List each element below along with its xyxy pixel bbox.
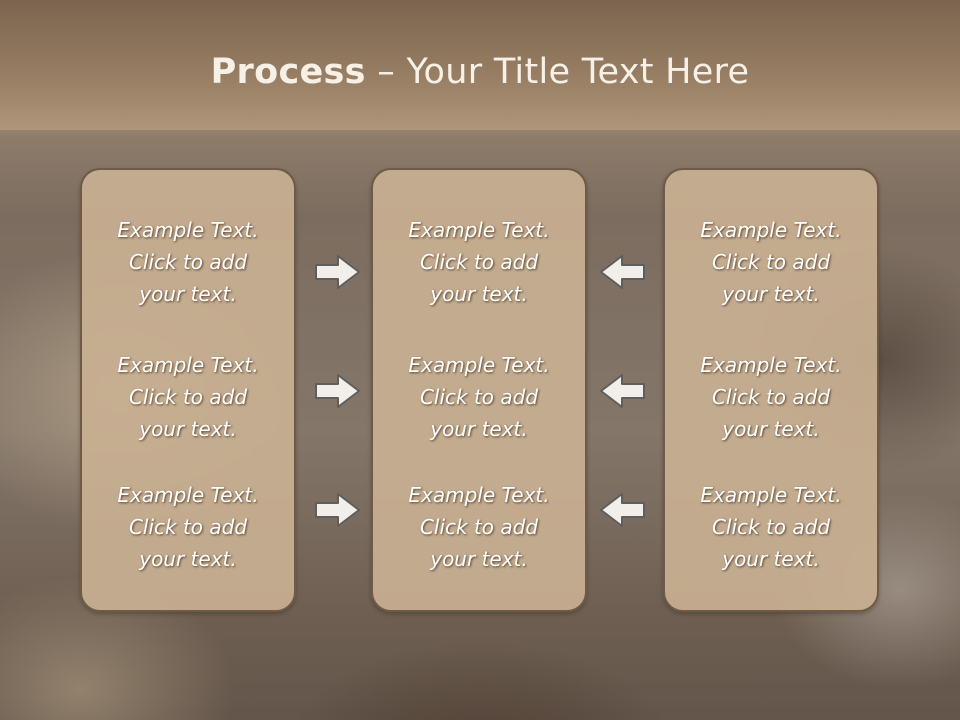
text-block[interactable]: Example Text. Click to add your text. [665, 349, 877, 445]
text-line: Example Text. [700, 218, 842, 242]
text-line: Example Text. [408, 483, 550, 507]
text-line: Click to add [711, 385, 831, 409]
text-block[interactable]: Example Text. Click to add your text. [665, 479, 877, 575]
text-line: your text. [722, 417, 820, 441]
text-line: Example Text. [408, 353, 550, 377]
text-line: your text. [139, 417, 237, 441]
text-block[interactable]: Example Text. Click to add your text. [82, 214, 294, 310]
text-line: Click to add [419, 250, 539, 274]
text-line: Example Text. [117, 483, 259, 507]
text-line: your text. [430, 282, 528, 306]
text-block[interactable]: Example Text. Click to add your text. [665, 214, 877, 310]
text-block[interactable]: Example Text. Click to add your text. [373, 479, 585, 575]
text-block[interactable]: Example Text. Click to add your text. [82, 479, 294, 575]
text-line: your text. [430, 417, 528, 441]
slide-title[interactable]: Process – Your Title Text Here [0, 52, 960, 92]
text-line: Click to add [128, 250, 248, 274]
center-panel[interactable]: Example Text. Click to add your text. Ex… [371, 168, 587, 612]
text-line: Example Text. [700, 483, 842, 507]
text-line: your text. [430, 547, 528, 571]
text-block[interactable]: Example Text. Click to add your text. [82, 349, 294, 445]
text-line: Example Text. [408, 218, 550, 242]
arrow-right-icon [315, 255, 360, 289]
arrow-right-icon [315, 374, 360, 408]
text-line: Click to add [128, 385, 248, 409]
text-block[interactable]: Example Text. Click to add your text. [373, 349, 585, 445]
title-rest: – Your Title Text Here [365, 52, 750, 92]
text-line: Click to add [419, 515, 539, 539]
text-line: Click to add [419, 385, 539, 409]
arrow-left-icon [600, 374, 645, 408]
title-band [0, 0, 960, 130]
right-panel[interactable]: Example Text. Click to add your text. Ex… [663, 168, 879, 612]
arrow-right-icon [315, 493, 360, 527]
text-line: your text. [139, 547, 237, 571]
left-panel[interactable]: Example Text. Click to add your text. Ex… [80, 168, 296, 612]
arrow-left-icon [600, 493, 645, 527]
text-block[interactable]: Example Text. Click to add your text. [373, 214, 585, 310]
text-line: Example Text. [117, 353, 259, 377]
text-line: Click to add [711, 250, 831, 274]
text-line: your text. [139, 282, 237, 306]
text-line: Click to add [711, 515, 831, 539]
title-bold: Process [210, 52, 366, 92]
text-line: Example Text. [700, 353, 842, 377]
text-line: Example Text. [117, 218, 259, 242]
arrow-left-icon [600, 255, 645, 289]
text-line: your text. [722, 282, 820, 306]
text-line: your text. [722, 547, 820, 571]
text-line: Click to add [128, 515, 248, 539]
